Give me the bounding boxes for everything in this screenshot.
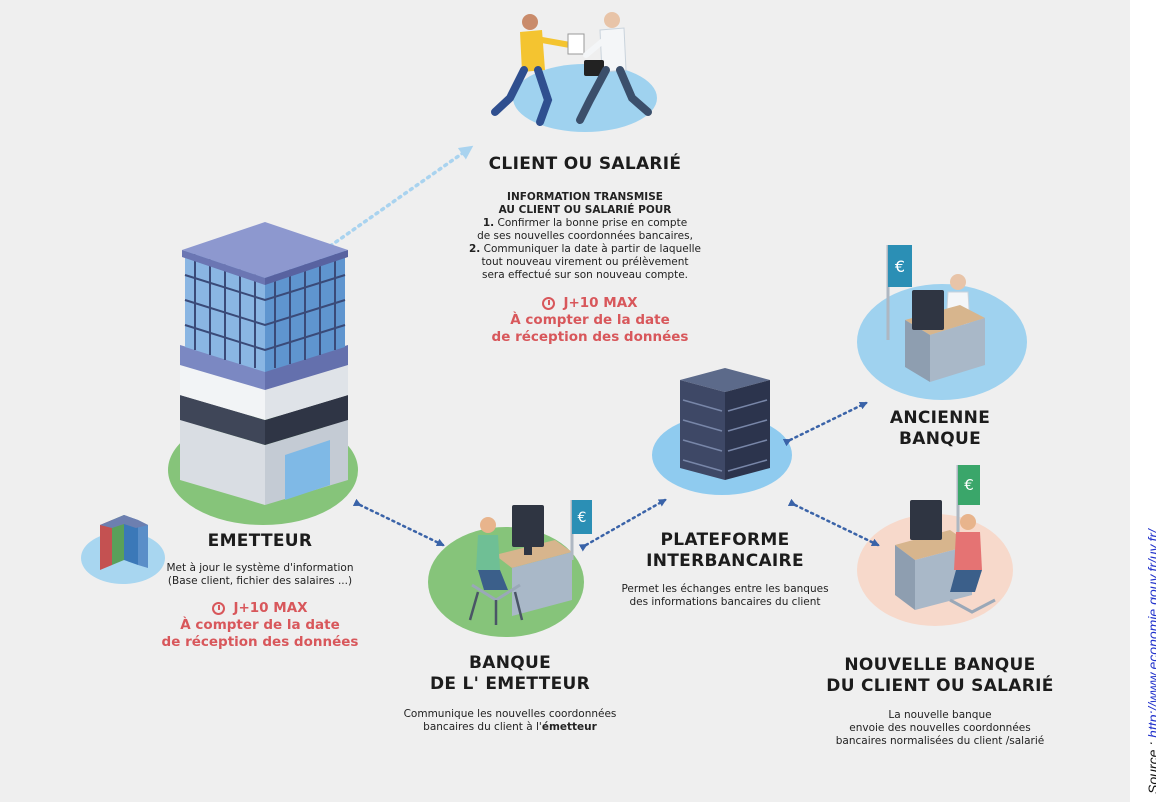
svg-text:€: €	[578, 510, 587, 526]
banque-emetteur-title-line-2: DE L' EMETTEUR	[429, 674, 591, 694]
banque-emetteur-desc-text: bancaires du client à l'	[423, 721, 542, 733]
nouvelle-banque-desc: La nouvelle banque envoie des nouvelles …	[810, 709, 1070, 748]
nouvelle-banque-title-line-1: NOUVELLE BANQUE	[844, 655, 1036, 675]
banque-emetteur-banker-illustration: €	[468, 500, 592, 625]
plateforme-title: PLATEFORME INTERBANCAIRE	[610, 530, 840, 572]
emetteur-deadline: J+10 MAX	[120, 600, 400, 617]
client-step-1-line-1: 1. Confirmer la bonne prise en compte	[430, 217, 740, 230]
nouvelle-banque-banker-illustration: €	[895, 465, 996, 614]
source-label: Source :	[1145, 742, 1156, 794]
banque-emetteur-desc-line-1: Communique les nouvelles coordonnées	[403, 708, 617, 720]
arrow-emetteur-banque	[352, 498, 445, 547]
plateforme-desc-line-2: des informations bancaires du client	[629, 596, 821, 608]
plateforme-desc-line-1: Permet les échanges entre les banques	[621, 583, 829, 595]
ancienne-banque-title-line-1: ANCIENNE	[889, 408, 991, 428]
emetteur-deadline-line-2: de réception des données	[161, 634, 359, 650]
emetteur-desc: Met à jour le système d'information (Bas…	[140, 562, 380, 588]
emetteur-deadline-line-1: À compter de la date	[180, 617, 340, 633]
illustration-layer: € € €	[81, 12, 1027, 637]
client-step-2-line-1: 2. Communiquer la date à partir de laque…	[430, 243, 740, 256]
svg-text:€: €	[964, 476, 974, 494]
plateforme-title-line-1: PLATEFORME	[660, 530, 790, 550]
source-link[interactable]: http://www.economie.gouv.fr/uv.fr/	[1145, 529, 1156, 738]
client-deadline-block: J+10 MAX À compter de la date de récepti…	[440, 295, 740, 346]
plateforme-desc: Permet les échanges entre les banques de…	[600, 583, 850, 609]
plateforme-title-line-2: INTERBANCAIRE	[646, 551, 804, 571]
client-deadline: J+10 MAX	[440, 295, 740, 312]
archive-binders-illustration	[100, 515, 148, 570]
client-step-2-line-2: tout nouveau virement ou prélèvement	[481, 256, 689, 268]
client-info-block: INFORMATION TRANSMISE AU CLIENT OU SALAR…	[430, 191, 740, 282]
nouvelle-banque-desc-line-2: envoie des nouvelles coordonnées	[849, 722, 1031, 734]
ancienne-banque-title: ANCIENNE BANQUE	[850, 408, 1030, 450]
emetteur-title: EMETTEUR	[207, 531, 313, 551]
ancienne-banque-title-line-2: BANQUE	[898, 429, 981, 449]
client-info-heading-2: AU CLIENT OU SALARIÉ POUR	[498, 204, 672, 216]
emetteur-desc-line-1: Met à jour le système d'information	[166, 562, 354, 574]
ancienne-banque-banker-illustration: €	[886, 245, 985, 382]
source-credit: Source : http://www.economie.gouv.fr/uv.…	[1145, 529, 1156, 794]
plateforme-server-illustration	[680, 368, 770, 480]
client-title: CLIENT OU SALARIÉ	[488, 154, 682, 174]
arrow-banque-plateforme	[578, 498, 667, 552]
banque-emetteur-desc-line-2: bancaires du client à l'émetteur	[370, 721, 650, 734]
stopwatch-icon	[542, 297, 556, 310]
emetteur-deadline-text: J+10 MAX	[233, 600, 308, 616]
client-deadline-line-2: de réception des données	[491, 329, 689, 345]
nouvelle-banque-desc-line-1: La nouvelle banque	[888, 709, 992, 721]
emetteur-building-illustration	[180, 222, 348, 505]
client-info-heading-1: INFORMATION TRANSMISE	[507, 191, 663, 203]
svg-text:€: €	[895, 257, 905, 276]
client-step-2-number: 2.	[469, 243, 481, 255]
emetteur-deadline-block: J+10 MAX À compter de la date de récepti…	[120, 600, 400, 651]
client-deadline-line-1: À compter de la date	[510, 312, 670, 328]
emetteur-desc-line-2: (Base client, fichier des salaires ...)	[167, 575, 353, 587]
banque-emetteur-title: BANQUE DE L' EMETTEUR	[400, 653, 620, 695]
client-step-2-text: Communiquer la date à partir de laquelle	[483, 243, 701, 255]
client-step-2-line-3: sera effectué sur son nouveau compte.	[481, 269, 689, 281]
nouvelle-banque-desc-line-3: bancaires normalisées du client /salarié	[835, 735, 1045, 747]
banque-emetteur-desc-emphasis: émetteur	[541, 721, 597, 733]
arrow-plateforme-ancienne	[782, 401, 868, 447]
arrow-plateforme-nouvelle	[787, 498, 880, 547]
client-step-1-text: Confirmer la bonne prise en compte	[497, 217, 688, 229]
client-step-1-number: 1.	[482, 217, 495, 229]
arrow-emetteur-to-client	[311, 145, 474, 260]
banque-emetteur-title-line-1: BANQUE	[468, 653, 551, 673]
banque-emetteur-desc: Communique les nouvelles coordonnées ban…	[370, 708, 650, 734]
nouvelle-banque-title-line-2: DU CLIENT OU SALARIÉ	[826, 676, 1054, 696]
client-step-1-line-2: de ses nouvelles coordonnées bancaires,	[477, 230, 693, 242]
client-deadline-text: J+10 MAX	[563, 295, 638, 311]
stopwatch-icon	[212, 602, 226, 615]
diagram-canvas: € € € CLIENT OU SALARIÉ	[0, 0, 1130, 802]
client-runners-illustration	[491, 12, 652, 126]
nouvelle-banque-title: NOUVELLE BANQUE DU CLIENT OU SALARIÉ	[815, 655, 1065, 697]
